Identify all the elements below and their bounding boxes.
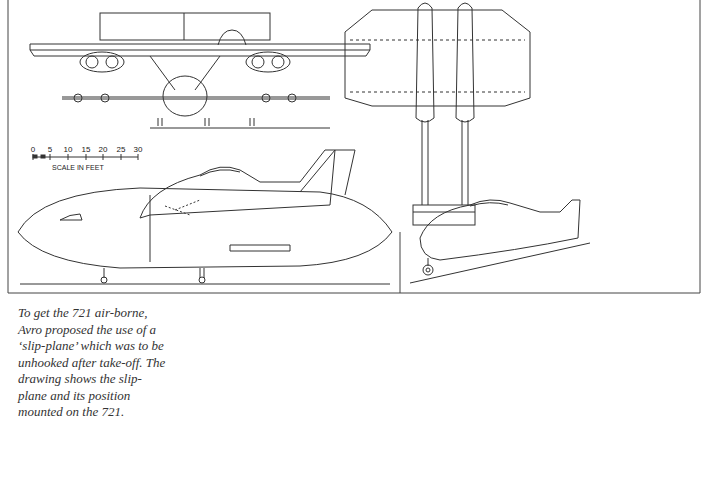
figure-caption: To get the 721 air-borne, Avro proposed … (18, 305, 170, 421)
scale-number: 30 (134, 145, 143, 154)
scale-title: SCALE IN FEET (52, 163, 104, 172)
scale-number: 15 (82, 145, 91, 154)
scale-number: 10 (64, 145, 73, 154)
scale-number: 0 (31, 145, 35, 154)
scale-number: 5 (48, 145, 52, 154)
scale-number: 25 (117, 145, 126, 154)
scale-number: 20 (99, 145, 108, 154)
